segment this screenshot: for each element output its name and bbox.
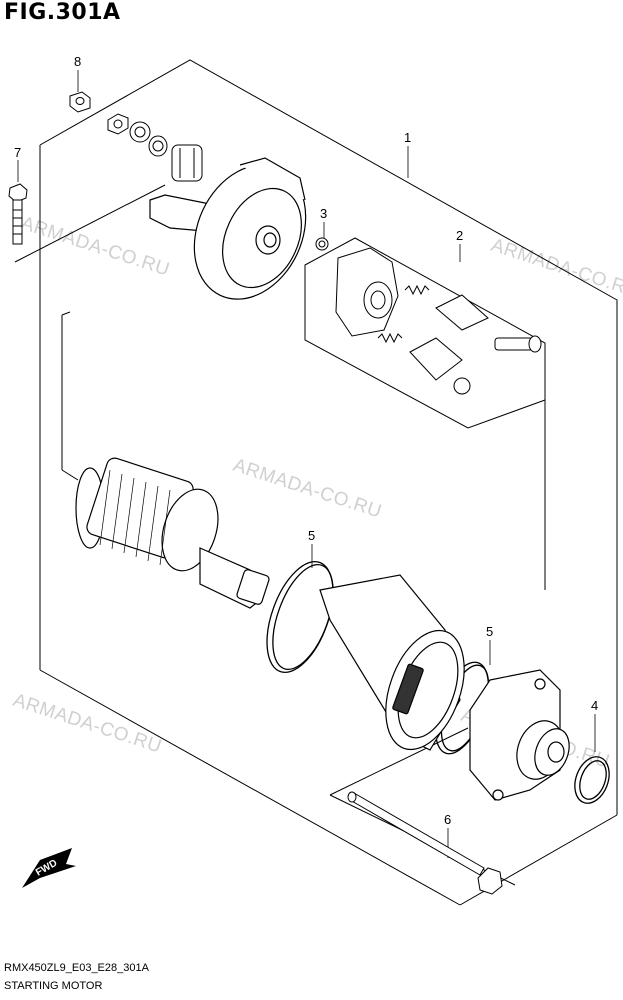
watermark-3: ARMADA-CO.RU: [230, 455, 384, 523]
part-6-through-bolt: [347, 791, 503, 895]
armature: [75, 457, 270, 609]
callout-6: 6: [444, 812, 451, 827]
figure-name: STARTING MOTOR: [4, 980, 103, 992]
callout-4: 4: [591, 698, 598, 713]
callout-3: 3: [320, 206, 327, 221]
callout-5b: 5: [486, 624, 493, 639]
callout-2: 2: [456, 228, 463, 243]
washer-stack: [107, 113, 203, 182]
watermark-4: ARMADA-CO.RU: [10, 690, 164, 758]
part-8-nut: [69, 91, 91, 113]
callout-8: 8: [74, 54, 81, 69]
part-4-oring: [574, 756, 610, 804]
part-3-oring: [315, 237, 329, 251]
fwd-direction-marker: FWD: [22, 848, 76, 888]
callout-5a: 5: [308, 528, 315, 543]
part-2-brush-holder: [335, 247, 542, 395]
callout-7: 7: [14, 145, 21, 160]
callout-1: 1: [404, 130, 411, 145]
callout-numbers: 8 7 1 3 2 5 5 4 6: [14, 54, 598, 827]
assembly-frame: [14, 59, 618, 906]
figure-code: RMX450ZL9_E03_E28_301A: [4, 962, 149, 974]
end-cover: [149, 157, 307, 300]
figure-title: FIG.301A: [4, 0, 121, 25]
leader-lines: [17, 70, 596, 858]
yoke-housing: [319, 574, 465, 751]
watermark-1: ARMADA-CO.RU: [18, 213, 172, 281]
front-housing: [469, 669, 570, 801]
part-7-bolt: [8, 183, 28, 245]
